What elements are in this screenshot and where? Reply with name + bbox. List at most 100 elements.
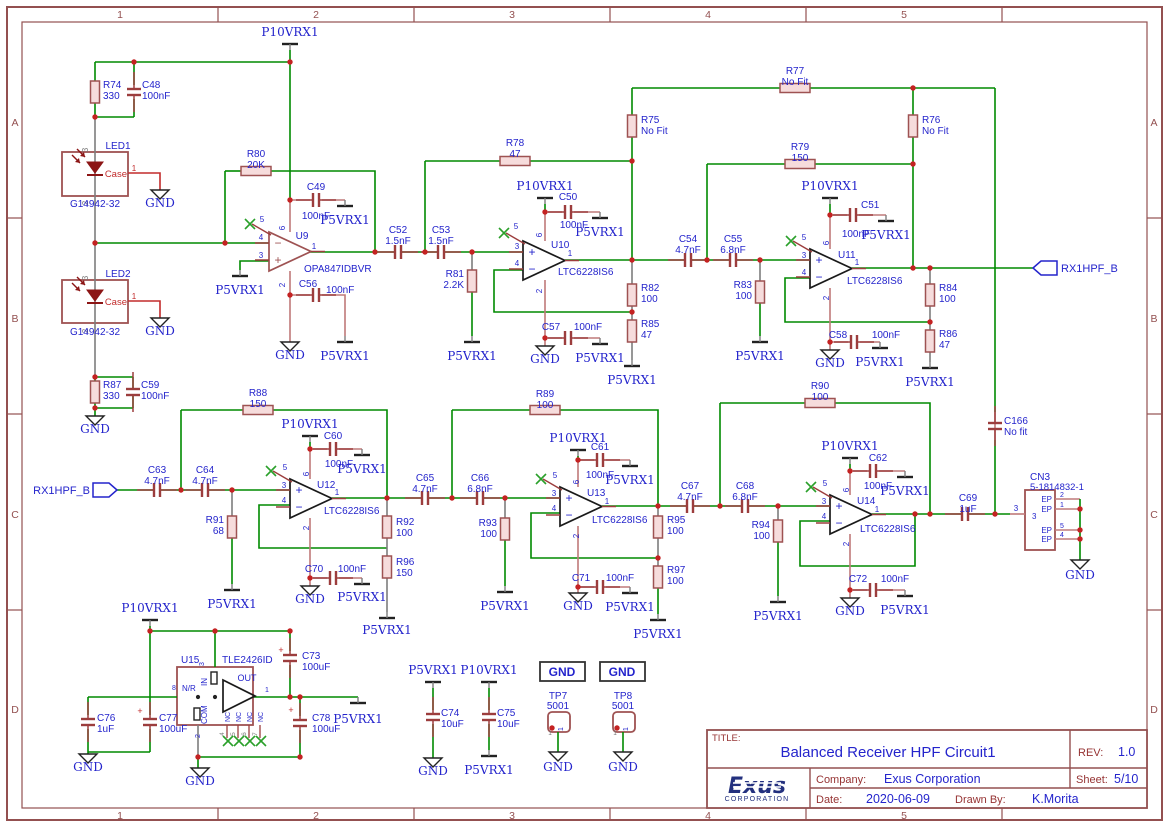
- label-1uf: 1uF: [97, 724, 114, 735]
- label-100: 100: [641, 294, 658, 305]
- label-4-7nf: 4.7nF: [192, 476, 218, 487]
- label-r75: R75: [641, 115, 660, 126]
- label-5: 5: [260, 215, 265, 224]
- gnd-symbol: [84, 415, 106, 426]
- label-r89: R89: [536, 389, 555, 400]
- label-2: 2: [195, 734, 202, 738]
- net-label-p5vrx1: P5VRX1: [861, 228, 911, 242]
- net-label-gnd: GND: [608, 760, 638, 774]
- net-label-gnd: GND: [835, 604, 865, 618]
- opamp-input-sign: +: [835, 499, 842, 513]
- junction-dot: [287, 59, 293, 65]
- label-1-5nf: 1.5nF: [428, 236, 454, 247]
- junction-dot: [575, 584, 581, 590]
- shutdown-pin: [542, 478, 563, 491]
- label-100nf: 100nF: [586, 470, 614, 481]
- resistor-body: [924, 283, 936, 307]
- label-100: 100: [480, 529, 497, 540]
- label-1: 1: [855, 258, 860, 267]
- resistor-body: [89, 80, 101, 104]
- gnd-symbol: [567, 592, 589, 603]
- label-5: 5: [802, 233, 807, 242]
- opamp-input-sign: +: [274, 253, 281, 267]
- junction-dot: [92, 374, 98, 380]
- label-5: 5: [514, 222, 519, 231]
- sheet-value: 5/10: [1114, 772, 1138, 786]
- label-6-8nf: 6.8nF: [732, 492, 758, 503]
- opamp-input-sign: −: [528, 262, 535, 276]
- label-6-8nf: 6.8nF: [720, 245, 746, 256]
- net-label-p5vrx1: P5VRX1: [575, 351, 625, 365]
- label-c166: C166: [1004, 416, 1028, 427]
- label-2: 2: [1060, 492, 1064, 499]
- junction-dot: [195, 754, 201, 760]
- no-connect-x: [244, 218, 256, 230]
- label-3: 3: [515, 242, 520, 251]
- label-r93: R93: [479, 518, 498, 529]
- junction-dot: [629, 257, 635, 263]
- label-100nf: 100nF: [574, 322, 602, 333]
- label-3: 3: [81, 275, 90, 280]
- junction-dot: [422, 249, 428, 255]
- frame-row-label: C: [1150, 509, 1158, 521]
- net-label-p5vrx1: P5VRX1: [207, 597, 257, 611]
- ic-pin-resistor: [210, 671, 218, 685]
- label-ltc6228is6: LTC6228IS6: [592, 515, 648, 526]
- junction-dot: [384, 495, 390, 501]
- no-connect-x: [805, 481, 817, 493]
- label-20k: 20K: [247, 160, 265, 171]
- label-100nf: 100nF: [864, 481, 892, 492]
- gnd-symbol: [299, 585, 321, 596]
- label-6: 6: [278, 225, 287, 230]
- frame-row-label: B: [1150, 313, 1157, 325]
- opamp-input-sign: −: [565, 508, 572, 522]
- label-3: 3: [1014, 504, 1019, 513]
- title-block-border: [706, 729, 1148, 809]
- junction-dot: [757, 257, 763, 263]
- label-nc: NC: [225, 712, 232, 722]
- gnd-symbol: [149, 317, 171, 328]
- label-com: COM: [200, 705, 209, 724]
- label-10uf: 10uF: [497, 719, 520, 730]
- gnd-symbol: [612, 751, 634, 762]
- label-c63: C63: [148, 465, 167, 476]
- opamp-input-sign: +: [815, 253, 822, 267]
- label-c65: C65: [416, 473, 435, 484]
- net-label-p10vrx1: P10VRX1: [801, 179, 858, 193]
- label-47: 47: [641, 330, 653, 341]
- label-c52: C52: [389, 225, 408, 236]
- opamp-symbol: [829, 493, 875, 536]
- resistor-body: [907, 114, 919, 138]
- label-c53: C53: [432, 225, 451, 236]
- net-label-gnd: GND: [185, 774, 215, 788]
- title-block: TITLE: Balanced Receiver HPF Circuit1 RE…: [706, 729, 1148, 809]
- gnd-symbol: [77, 753, 99, 764]
- label-2: 2: [302, 525, 311, 530]
- no-connect-x: [535, 473, 547, 485]
- label-ep: EP: [1041, 505, 1052, 514]
- rev-value: 1.0: [1118, 745, 1135, 759]
- gnd-symbol: [534, 345, 556, 356]
- label-4: 4: [282, 496, 287, 505]
- net-label-p10vrx1: P10VRX1: [549, 431, 606, 445]
- label-r95: R95: [667, 515, 686, 526]
- label-no-fit: No fit: [1004, 427, 1028, 438]
- label-150: 150: [396, 568, 413, 579]
- gnd-symbol: [189, 767, 211, 778]
- net-label-p10vrx1: P10VRX1: [121, 601, 178, 615]
- resistor-body: [626, 319, 638, 343]
- label-r84: R84: [939, 283, 958, 294]
- junction-dot: [92, 405, 98, 411]
- gnd-symbol: [1069, 559, 1091, 570]
- label-r83: R83: [734, 280, 753, 291]
- junction-dot: [847, 468, 853, 474]
- junction-dot: [307, 446, 313, 452]
- wire: [784, 277, 930, 323]
- sheet-title: Balanced Receiver HPF Circuit1: [780, 744, 995, 761]
- net-label-p5vrx1: P5VRX1: [855, 355, 905, 369]
- opamp-symbol: [522, 239, 568, 282]
- photodiode-symbol: [86, 161, 104, 174]
- label-u9: U9: [296, 231, 309, 242]
- junction-dot: [287, 197, 293, 203]
- label--: +: [288, 705, 293, 715]
